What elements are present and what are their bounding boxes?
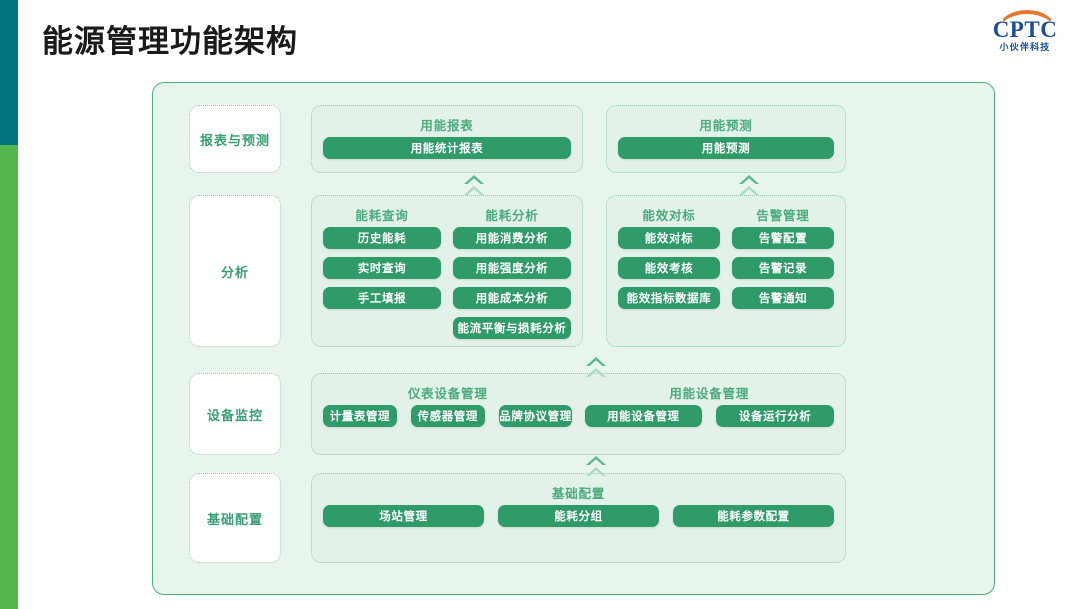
node-用能预测[interactable]: 用能预测 (618, 137, 834, 159)
node-用能强度分析[interactable]: 用能强度分析 (453, 257, 571, 279)
brand-logo: CPTC 小伙伴科技 (984, 9, 1066, 55)
node-历史能耗[interactable]: 历史能耗 (323, 227, 441, 249)
node-用能统计报表[interactable]: 用能统计报表 (323, 137, 571, 159)
node-能耗参数配置[interactable]: 能耗参数配置 (673, 505, 834, 527)
group-title-用能预测: 用能预测 (699, 119, 753, 133)
row-label-4: 基础配置 (189, 473, 281, 563)
node-能效对标[interactable]: 能效对标 (618, 227, 720, 249)
node-告警通知[interactable]: 告警通知 (732, 287, 834, 309)
row-label-2: 分析 (189, 195, 281, 347)
accent-bar-teal (0, 0, 18, 145)
node-能效指标数据库[interactable]: 能效指标数据库 (618, 287, 720, 309)
accent-bar-green (0, 145, 18, 609)
page-title: 能源管理功能架构 (42, 24, 298, 59)
logo-wordmark: CPTC (992, 17, 1058, 42)
column-title-仪表设备管理: 仪表设备管理 (407, 387, 488, 401)
architecture-diagram: 报表与预测用能报表用能统计报表用能预测用能预测分析能耗查询历史能耗实时查询手工填… (152, 82, 995, 595)
column-title-用能设备管理: 用能设备管理 (669, 387, 750, 401)
node-用能消费分析[interactable]: 用能消费分析 (453, 227, 571, 249)
column-title-能耗分析: 能耗分析 (485, 209, 539, 223)
group-title-基础配置: 基础配置 (551, 487, 606, 501)
group-title-用能报表: 用能报表 (420, 119, 474, 133)
chevron-reports-icon (460, 172, 488, 198)
node-传感器管理[interactable]: 传感器管理 (410, 405, 485, 427)
left-accent-bars (0, 0, 18, 609)
node-设备运行分析[interactable]: 设备运行分析 (716, 405, 834, 427)
node-告警配置[interactable]: 告警配置 (732, 227, 834, 249)
row-label-3: 设备监控 (189, 373, 281, 455)
node-用能成本分析[interactable]: 用能成本分析 (453, 287, 571, 309)
node-实时查询[interactable]: 实时查询 (323, 257, 441, 279)
node-计量表管理[interactable]: 计量表管理 (323, 405, 397, 427)
node-品牌协议管理[interactable]: 品牌协议管理 (498, 405, 573, 427)
row-label-1: 报表与预测 (189, 105, 281, 173)
column-title-能效对标: 能效对标 (642, 209, 696, 223)
node-用能设备管理[interactable]: 用能设备管理 (584, 405, 703, 427)
node-能效考核[interactable]: 能效考核 (618, 257, 720, 279)
chevron-device-icon (582, 453, 610, 479)
chevron-analysis-icon (582, 354, 610, 380)
column-title-能耗查询: 能耗查询 (355, 209, 409, 223)
node-能流平衡与损耗分析[interactable]: 能流平衡与损耗分析 (453, 317, 571, 339)
node-能耗分组[interactable]: 能耗分组 (498, 505, 659, 527)
chevron-forecast-icon (735, 172, 763, 198)
node-手工填报[interactable]: 手工填报 (323, 287, 441, 309)
logo-arc-icon (998, 10, 1056, 30)
logo-subtitle: 小伙伴科技 (999, 42, 1051, 52)
node-告警记录[interactable]: 告警记录 (732, 257, 834, 279)
node-场站管理[interactable]: 场站管理 (323, 505, 484, 527)
column-title-告警管理: 告警管理 (756, 209, 810, 223)
